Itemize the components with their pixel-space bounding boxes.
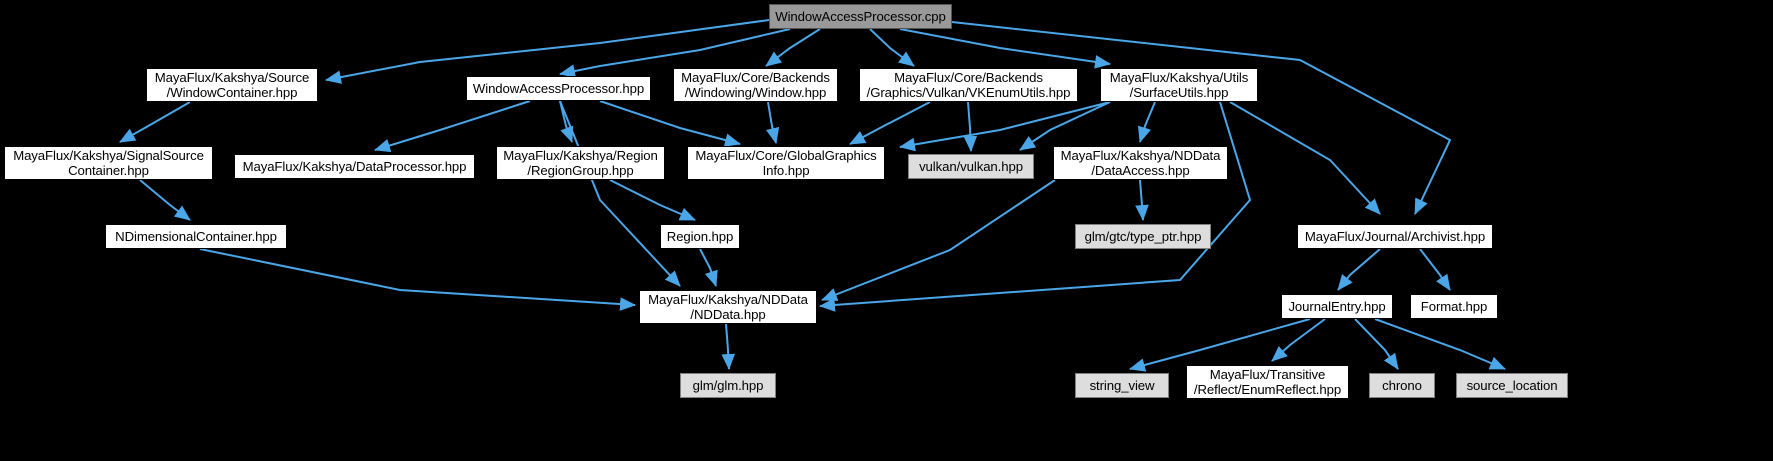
graph-node[interactable]: source_location <box>1456 373 1568 398</box>
graph-node-label: source_location <box>1466 377 1558 393</box>
graph-node[interactable]: string_view <box>1075 373 1169 398</box>
graph-node[interactable]: Region.hpp <box>660 224 740 249</box>
graph-node-label: MayaFlux/Kakshya/Region /RegionGroup.hpp <box>503 147 658 179</box>
graph-node[interactable]: MayaFlux/Core/Backends /Graphics/Vulkan/… <box>859 68 1078 102</box>
graph-node[interactable]: MayaFlux/Core/GlobalGraphics Info.hpp <box>687 146 885 180</box>
graph-node-label: MayaFlux/Kakshya/Utils /SurfaceUtils.hpp <box>1109 69 1249 101</box>
graph-node-label: vulkan/vulkan.hpp <box>919 158 1023 174</box>
graph-edge <box>559 100 681 287</box>
graph-edge <box>119 101 191 143</box>
graph-edge <box>765 101 780 144</box>
graph-node-label: WindowAccessProcessor.cpp <box>775 8 946 24</box>
graph-edge <box>1135 179 1149 221</box>
graph-node-label: glm/glm.hpp <box>692 377 764 393</box>
graph-edge <box>963 101 978 152</box>
graph-edge <box>1129 318 1311 372</box>
graph-node-label: MayaFlux/Kakshya/DataProcessor.hpp <box>242 158 467 174</box>
graph-node-label: string_view <box>1089 377 1155 393</box>
graph-node[interactable]: chrono <box>1369 373 1435 398</box>
graph-node[interactable]: NDimensionalContainer.hpp <box>105 224 287 249</box>
graph-node-label: MayaFlux/Core/Backends /Windowing/Window… <box>681 69 830 101</box>
graph-node[interactable]: MayaFlux/Journal/Archivist.hpp <box>1297 224 1493 249</box>
graph-edge <box>765 28 821 67</box>
graph-node-label: WindowAccessProcessor.hpp <box>472 80 645 96</box>
graph-edge <box>1229 101 1381 215</box>
graph-edge <box>599 100 741 147</box>
graph-node[interactable]: JournalEntry.hpp <box>1281 294 1393 319</box>
graph-edge <box>139 179 191 221</box>
graph-edge <box>819 101 1252 312</box>
graph-node-label: MayaFlux/Kakshya/SignalSource Container.… <box>13 147 204 179</box>
graph-edge <box>374 100 531 153</box>
graph-node[interactable]: MayaFlux/Kakshya/Source /WindowContainer… <box>146 68 318 102</box>
graph-edge <box>721 323 736 370</box>
graph-edge <box>559 100 574 143</box>
graph-node-label: JournalEntry.hpp <box>1288 298 1386 314</box>
graph-node[interactable]: MayaFlux/Kakshya/NDData /NDData.hpp <box>639 290 817 324</box>
graph-edge <box>1354 318 1399 370</box>
graph-node[interactable]: MayaFlux/Kakshya/Region /RegionGroup.hpp <box>496 146 665 180</box>
graph-node-label: MayaFlux/Journal/Archivist.hpp <box>1304 228 1486 244</box>
graph-node[interactable]: vulkan/vulkan.hpp <box>908 154 1034 179</box>
graph-node[interactable]: MayaFlux/Transitive /Reflect/EnumReflect… <box>1186 365 1349 399</box>
graph-node[interactable]: Format.hpp <box>1410 294 1498 319</box>
graph-edge <box>849 101 931 145</box>
graph-node[interactable]: MayaFlux/Kakshya/NDData /DataAccess.hpp <box>1053 146 1228 180</box>
graph-edge <box>899 101 1111 152</box>
graph-edge <box>699 248 718 287</box>
graph-edge <box>1019 101 1111 151</box>
graph-edge <box>609 179 696 221</box>
graph-node-label: MayaFlux/Core/Backends /Graphics/Vulkan/… <box>866 69 1071 101</box>
graph-edge <box>869 28 915 67</box>
graph-edge <box>821 179 1056 301</box>
graph-node-label: Region.hpp <box>666 228 734 244</box>
graph-node-label: MayaFlux/Kakshya/NDData /DataAccess.hpp <box>1060 147 1221 179</box>
graph-edge <box>1271 318 1326 362</box>
graph-node[interactable]: WindowAccessProcessor.cpp <box>769 4 952 29</box>
graph-node[interactable]: glm/gtc/type_ptr.hpp <box>1075 224 1211 249</box>
graph-node[interactable]: MayaFlux/Kakshya/Utils /SurfaceUtils.hpp <box>1100 68 1258 102</box>
graph-edge <box>1374 318 1506 370</box>
graph-node-label: MayaFlux/Core/GlobalGraphics Info.hpp <box>695 147 877 179</box>
graph-node-label: glm/gtc/type_ptr.hpp <box>1084 228 1202 244</box>
graph-edge <box>899 28 1111 69</box>
graph-node[interactable]: glm/glm.hpp <box>680 373 776 398</box>
graph-node[interactable]: MayaFlux/Core/Backends /Windowing/Window… <box>673 68 838 102</box>
graph-edge <box>199 248 636 311</box>
graph-node-label: MayaFlux/Kakshya/NDData /NDData.hpp <box>648 291 808 323</box>
graph-node[interactable]: MayaFlux/Kakshya/DataProcessor.hpp <box>234 154 475 179</box>
graph-node-label: NDimensionalContainer.hpp <box>115 228 277 244</box>
graph-node-label: MayaFlux/Transitive /Reflect/EnumReflect… <box>1193 366 1342 398</box>
graph-node-label: chrono <box>1382 377 1422 393</box>
graph-node-label: Format.hpp <box>1420 298 1488 314</box>
graph-node[interactable]: MayaFlux/Kakshya/SignalSource Container.… <box>4 146 213 180</box>
graph-edge <box>1337 248 1381 291</box>
graph-node-label: MayaFlux/Kakshya/Source /WindowContainer… <box>154 69 310 101</box>
graph-edge <box>1137 101 1156 143</box>
graph-edge <box>951 21 1452 215</box>
graph-node[interactable]: WindowAccessProcessor.hpp <box>466 76 651 101</box>
graph-edge <box>1419 248 1451 291</box>
